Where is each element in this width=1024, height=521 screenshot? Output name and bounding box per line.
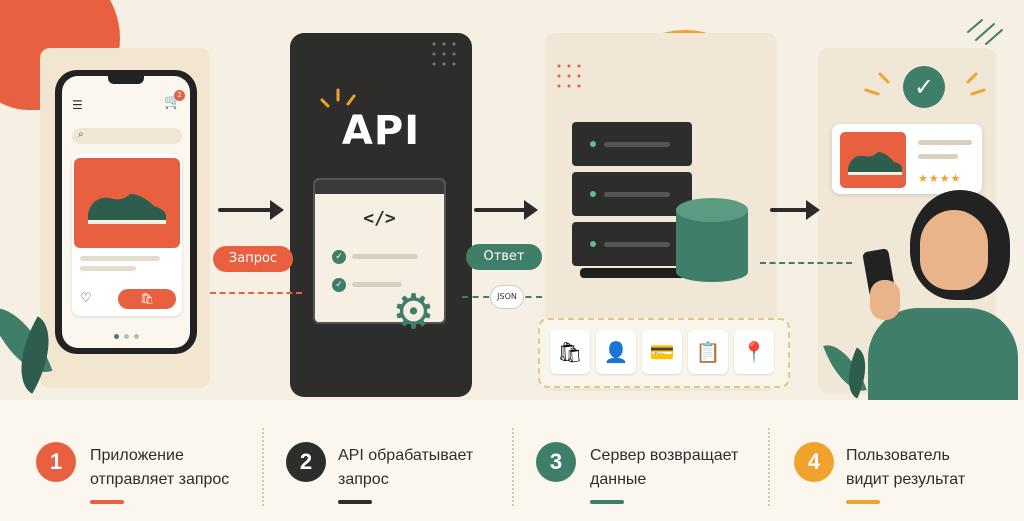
search-icon: ⌕ xyxy=(78,129,84,140)
heart-icon[interactable]: ♡ xyxy=(80,291,92,306)
json-badge: JSON xyxy=(490,285,524,309)
spark-icon xyxy=(320,88,356,108)
step-1-line1: Приложение xyxy=(90,447,184,464)
person-face xyxy=(920,210,988,290)
dots-decoration xyxy=(432,42,456,66)
step-2-underline xyxy=(338,500,372,504)
arrow-head xyxy=(524,200,538,220)
arrow-right xyxy=(474,208,526,212)
buy-button[interactable]: 🛍 xyxy=(118,289,176,309)
server-led xyxy=(590,191,596,197)
server-led xyxy=(590,141,596,147)
database-top xyxy=(676,198,748,222)
arrow-head xyxy=(806,200,820,220)
credit-card-icon: 💳 xyxy=(642,330,682,374)
carousel-dot[interactable] xyxy=(114,334,119,339)
step-4-line2: видит результат xyxy=(846,471,966,488)
spark-icon xyxy=(864,72,986,96)
step-4-line1: Пользователь xyxy=(846,447,950,464)
request-dashed-line xyxy=(210,292,302,294)
text-placeholder xyxy=(918,140,972,145)
shopping-bag-icon: 🛍 xyxy=(550,330,590,374)
server-base xyxy=(580,268,690,278)
clipboard-icon: 📋 xyxy=(688,330,728,374)
text-placeholder xyxy=(352,282,402,287)
user-icon: 👤 xyxy=(596,330,636,374)
step-4-number: 4 xyxy=(794,442,834,482)
step-3-underline xyxy=(590,500,624,504)
rating-stars: ★★★★ xyxy=(918,172,962,185)
menu-icon[interactable]: ☰ xyxy=(72,98,83,112)
step-divider xyxy=(512,428,514,506)
server-slot xyxy=(604,242,670,247)
step-3-number: 3 xyxy=(536,442,576,482)
step-3-line2: данные xyxy=(590,471,647,488)
code-icon: </> xyxy=(363,208,396,229)
phone-notch xyxy=(108,76,144,84)
server-slot xyxy=(604,142,670,147)
step-4-underline xyxy=(846,500,880,504)
cart-badge: 2 xyxy=(174,90,185,101)
carousel-dot[interactable] xyxy=(134,334,139,339)
location-pin-icon: 📍 xyxy=(734,330,774,374)
step-3-line1: Сервер возвращает xyxy=(590,447,739,464)
step-1-line2: отправляет запрос xyxy=(90,471,230,488)
step-divider xyxy=(262,428,264,506)
arrow-head xyxy=(270,200,284,220)
hatch-decoration xyxy=(967,19,1003,45)
step-1-underline xyxy=(90,500,124,504)
step-divider xyxy=(768,428,770,506)
person-body xyxy=(868,308,1018,400)
sneaker-icon xyxy=(848,152,902,175)
check-icon: ✓ xyxy=(332,250,346,264)
step-1-number: 1 xyxy=(36,442,76,482)
result-dashed-line xyxy=(760,262,852,264)
success-check-icon: ✓ xyxy=(903,66,945,108)
response-label: Ответ xyxy=(466,244,542,270)
server-slot xyxy=(604,192,670,197)
search-input[interactable] xyxy=(72,128,182,144)
check-icon: ✓ xyxy=(332,278,346,292)
request-label: Запрос xyxy=(213,246,293,272)
api-window-titlebar xyxy=(315,180,444,194)
text-placeholder xyxy=(80,266,136,271)
text-placeholder xyxy=(352,254,418,259)
person-hand xyxy=(870,280,900,320)
text-placeholder xyxy=(80,256,160,261)
text-placeholder xyxy=(918,154,958,159)
sneaker-icon xyxy=(88,194,166,224)
step-2-line1: API обрабатывает xyxy=(338,447,474,464)
server-led xyxy=(590,241,596,247)
arrow-right xyxy=(770,208,808,212)
arrow-right xyxy=(218,208,272,212)
step-2-line2: запрос xyxy=(338,471,389,488)
api-title: API xyxy=(341,108,421,154)
carousel-dot[interactable] xyxy=(124,334,129,339)
gear-icon: ⚙ xyxy=(392,284,436,340)
dots-decoration xyxy=(557,64,581,88)
step-2-number: 2 xyxy=(286,442,326,482)
